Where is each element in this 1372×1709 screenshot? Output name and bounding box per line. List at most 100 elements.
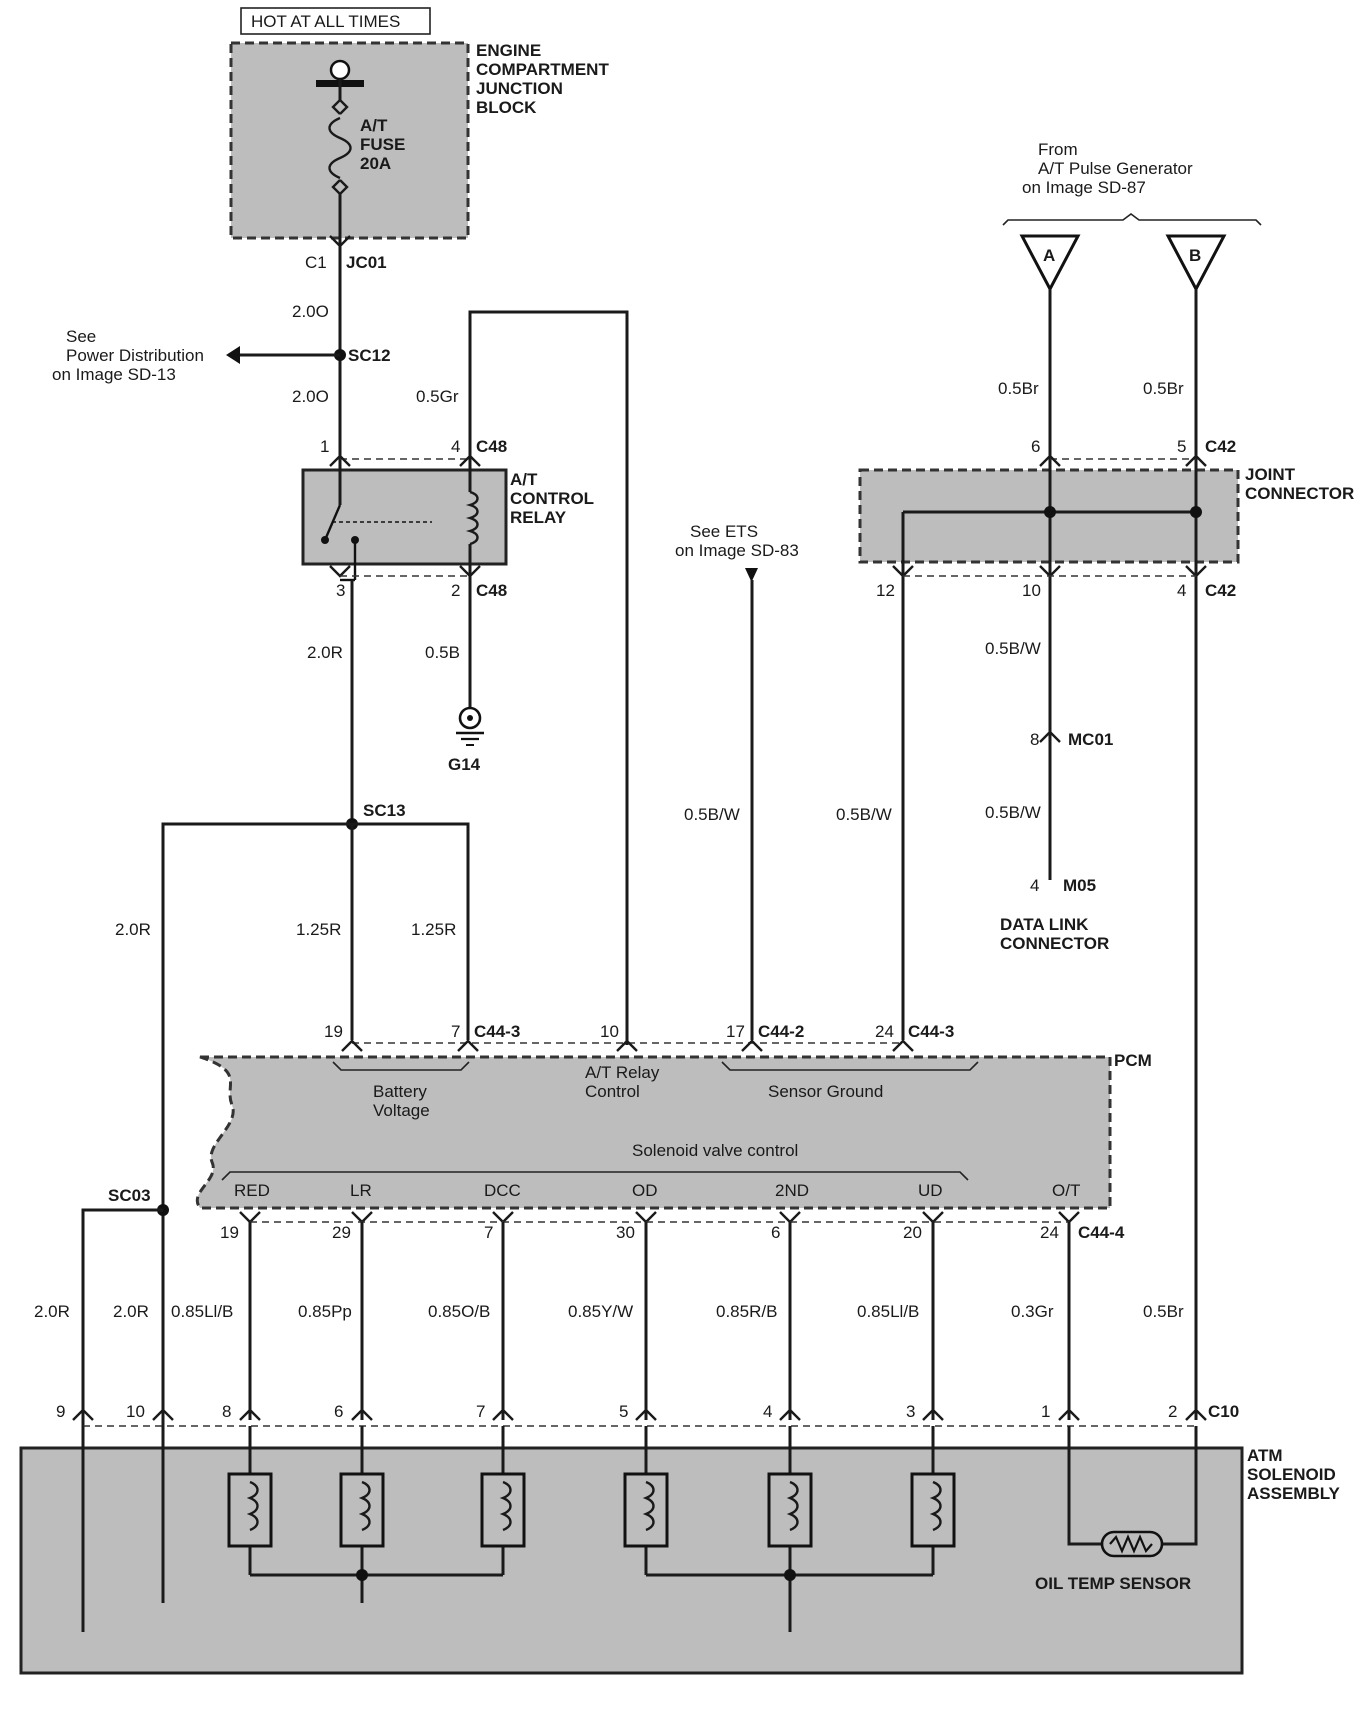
joint-pin-4: 4 [1177,581,1186,600]
svg-text:BLOCK: BLOCK [476,98,537,117]
wire-label-0.5B/W-dlc-upper: 0.5B/W [985,639,1041,658]
connector-jc01: JC01 [346,253,387,272]
svg-text:See: See [66,327,96,346]
svg-text:on Image SD-83: on Image SD-83 [675,541,799,560]
svg-text:CONNECTOR: CONNECTOR [1245,484,1354,503]
fuse-terminal-icon [329,59,351,81]
wire-label-0.5B/W-ets: 0.5B/W [684,805,740,824]
svg-text:COMPARTMENT: COMPARTMENT [476,60,609,79]
relay-pin-3: 3 [336,581,345,600]
solenoid-coil-2nd-icon [767,1472,813,1548]
data-link-connector-label: DATA LINK CONNECTOR [1000,915,1109,953]
svg-text:OD: OD [632,1181,658,1200]
solenoid-coil-red-icon [227,1472,273,1548]
fuse-label: A/T FUSE 20A [360,116,405,173]
svg-text:RELAY: RELAY [510,508,567,527]
wire-label-0.5Gr: 0.5Gr [416,387,459,406]
svg-text:2: 2 [1168,1402,1177,1421]
svg-text:ENGINE: ENGINE [476,41,541,60]
svg-text:0.85R/B: 0.85R/B [716,1302,777,1321]
wire-label-0.5B: 0.5B [425,643,460,662]
pcm-label: PCM [1114,1051,1152,1070]
svg-text:UD: UD [918,1181,943,1200]
svg-text:LR: LR [350,1181,372,1200]
at-control-relay [301,468,508,566]
splice-sc12: SC12 [348,346,391,365]
svg-text:7: 7 [476,1402,485,1421]
pcm-connector-c44-3-b: C44-3 [908,1022,954,1041]
pin-c1: C1 [305,253,327,272]
sensor-ground-label: Sensor Ground [768,1082,883,1101]
svg-text:0.85Ll/B: 0.85Ll/B [857,1302,919,1321]
svg-text:7: 7 [484,1223,493,1242]
svg-text:CONTROL: CONTROL [510,489,594,508]
svg-text:RED: RED [234,1181,270,1200]
relay-coil-icon [465,490,479,546]
relay-connector-c48-top: C48 [476,437,507,456]
svg-text:Control: Control [585,1082,640,1101]
joint-connector-c42-bottom: C42 [1205,581,1236,600]
svg-text:DCC: DCC [484,1181,521,1200]
pcm-output-labels: RED LR DCC OD 2ND UD O/T [234,1181,1080,1200]
joint-pin-10: 10 [1022,581,1041,600]
connector-mc01: MC01 [1068,730,1113,749]
wire-label-0.5Br-b: 0.5Br [1143,379,1184,398]
svg-text:Voltage: Voltage [373,1101,430,1120]
svg-text:0.85Ll/B: 0.85Ll/B [171,1302,233,1321]
pcm-top-pin-19: 19 [324,1022,343,1041]
svg-text:4: 4 [763,1402,772,1421]
svg-text:See ETS: See ETS [690,522,758,541]
svg-text:0.85Pp: 0.85Pp [298,1302,352,1321]
svg-text:20: 20 [903,1223,922,1242]
pcm-connector-c44-4: C44-4 [1078,1223,1125,1242]
joint-connector-c42-top: C42 [1205,437,1236,456]
svg-text:on Image SD-87: on Image SD-87 [1022,178,1146,197]
tag-a-label: A [1043,246,1055,265]
joint-pin-12: 12 [876,581,895,600]
m05-pin-4: 4 [1030,876,1039,895]
svg-text:0.85Y/W: 0.85Y/W [568,1302,633,1321]
connector-c10: C10 [1208,1402,1239,1421]
engine-compartment-junction-block [229,41,470,240]
svg-text:SOLENOID: SOLENOID [1247,1465,1336,1484]
solenoid-coil-dcc-icon [480,1472,526,1548]
junction-block-label: ENGINE COMPARTMENT JUNCTION BLOCK [476,41,609,117]
svg-text:5: 5 [619,1402,628,1421]
svg-text:3: 3 [906,1402,915,1421]
hot-at-all-times-label: HOT AT ALL TIMES [251,12,400,31]
joint-connector-label: JOINT CONNECTOR [1245,465,1354,503]
wire-label-0.5B/W-dlc-lower: 0.5B/W [985,803,1041,822]
arrow-left-icon [226,346,240,364]
fuse-icon [328,116,352,180]
fuse-connector-bottom-icon [331,179,349,195]
relay-connector-c48-bottom: C48 [476,581,507,600]
wire-label-1.25R-a: 1.25R [296,920,341,939]
wire-label-0.5Br-a: 0.5Br [998,379,1039,398]
oil-temp-sensor-label: OIL TEMP SENSOR [1035,1574,1191,1593]
svg-text:ATM: ATM [1247,1446,1283,1465]
tag-b-triangle [1165,234,1227,293]
relay-pin-4: 4 [451,437,460,456]
wire-0.5Gr [468,310,629,1045]
svg-text:Power Distribution: Power Distribution [66,346,204,365]
wire-label-0.5B/W-joint12: 0.5B/W [836,805,892,824]
svg-text:A/T Relay: A/T Relay [585,1063,660,1082]
c10-pins: 9 10 8 6 7 5 4 3 1 2 [56,1402,1177,1421]
pcm-top-pin-17: 17 [726,1022,745,1041]
wire-label-2.0O-upper: 2.0O [292,302,329,321]
wire-label-1.25R-b: 1.25R [411,920,456,939]
svg-text:A/T: A/T [360,116,388,135]
splice-sc13: SC13 [363,801,406,820]
solenoid-valve-control-label: Solenoid valve control [632,1141,798,1160]
relay-pin-1: 1 [320,437,329,456]
mc01-pin-8: 8 [1030,730,1039,749]
svg-text:JUNCTION: JUNCTION [476,79,563,98]
atm-solenoid-assembly [19,1446,1244,1675]
wire-label-2.0R-sc13: 2.0R [115,920,151,939]
joint-pin-6: 6 [1031,437,1040,456]
svg-text:A/T: A/T [510,470,538,489]
svg-text:2.0R: 2.0R [34,1302,70,1321]
jc01-connector-icon [329,235,351,248]
svg-text:FUSE: FUSE [360,135,405,154]
